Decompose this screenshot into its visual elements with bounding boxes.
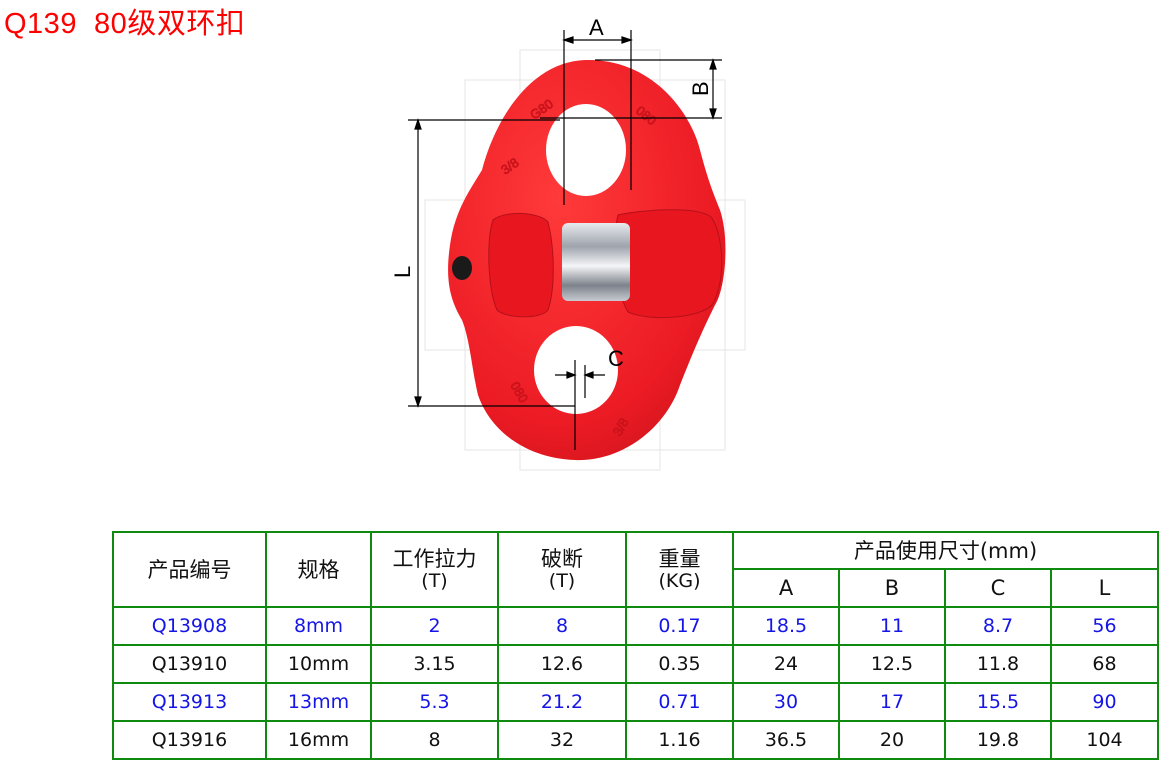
cell-a: 36.5 bbox=[732, 720, 840, 760]
cell-code: Q13910 bbox=[112, 644, 267, 684]
header-code: 产品编号 bbox=[112, 531, 267, 608]
dimension-lines bbox=[408, 30, 722, 450]
link-body: G80 3/8 080 080 3/8 bbox=[448, 59, 726, 461]
table-row: Q13913 13mm 5.3 21.2 0.71 30 17 15.5 90 bbox=[112, 682, 1159, 722]
cell-a: 24 bbox=[732, 644, 840, 684]
cell-b: 20 bbox=[838, 720, 946, 760]
header-dimensions-group: 产品使用尺寸(mm) bbox=[732, 531, 1159, 570]
cell-weight: 0.17 bbox=[625, 606, 734, 646]
header-row-1: 产品编号 规格 工作拉力(T) 破断(T) 重量(KG) 产品使用尺寸(mm) bbox=[112, 531, 1159, 608]
cell-l: 90 bbox=[1050, 682, 1159, 722]
header-wll: 工作拉力(T) bbox=[370, 531, 499, 608]
cell-code: Q13913 bbox=[112, 682, 267, 722]
cell-size: 13mm bbox=[265, 682, 372, 722]
coupling-link-diagram: G80 3/8 080 080 3/8 A B L bbox=[390, 15, 746, 471]
cell-b: 12.5 bbox=[838, 644, 946, 684]
cell-c: 19.8 bbox=[944, 720, 1052, 760]
pin-hole bbox=[452, 256, 472, 280]
cell-break: 32 bbox=[497, 720, 627, 760]
table-row: Q13908 8mm 2 8 0.17 18.5 11 8.7 56 bbox=[112, 606, 1159, 646]
header-dim-c: C bbox=[944, 568, 1052, 608]
header-row-2: A B C L bbox=[113, 568, 1159, 608]
cell-weight: 1.16 bbox=[625, 720, 734, 760]
cell-wll: 5.3 bbox=[370, 682, 499, 722]
cell-break: 12.6 bbox=[497, 644, 627, 684]
header-dim-l: L bbox=[1050, 568, 1159, 608]
pin bbox=[562, 223, 630, 301]
cell-weight: 0.35 bbox=[625, 644, 734, 684]
cell-a: 18.5 bbox=[732, 606, 840, 646]
cell-size: 8mm bbox=[265, 606, 372, 646]
header-weight: 重量(KG) bbox=[625, 531, 734, 608]
header-size: 规格 bbox=[265, 531, 372, 608]
header-dim-b: B bbox=[838, 568, 946, 608]
cell-break: 8 bbox=[497, 606, 627, 646]
cell-size: 16mm bbox=[265, 720, 372, 760]
table-row: Q13910 10mm 3.15 12.6 0.35 24 12.5 11.8 … bbox=[112, 644, 1159, 684]
cell-break: 21.2 bbox=[497, 682, 627, 722]
spec-table: 产品编号 规格 工作拉力(T) 破断(T) 重量(KG) 产品使用尺寸(mm) … bbox=[112, 531, 1159, 760]
cell-wll: 8 bbox=[370, 720, 499, 760]
cell-wll: 3.15 bbox=[370, 644, 499, 684]
cell-c: 11.8 bbox=[944, 644, 1052, 684]
cell-b: 11 bbox=[838, 606, 946, 646]
cell-c: 8.7 bbox=[944, 606, 1052, 646]
cell-wll: 2 bbox=[370, 606, 499, 646]
dim-label-c: C bbox=[608, 346, 624, 371]
table-row: Q13916 16mm 8 32 1.16 36.5 20 19.8 104 bbox=[112, 720, 1159, 760]
header-break: 破断(T) bbox=[497, 531, 627, 608]
cell-code: Q13908 bbox=[112, 606, 267, 646]
cell-size: 10mm bbox=[265, 644, 372, 684]
cell-l: 56 bbox=[1050, 606, 1159, 646]
dim-label-l: L bbox=[390, 266, 415, 278]
dim-label-a: A bbox=[589, 15, 604, 40]
cell-c: 15.5 bbox=[944, 682, 1052, 722]
page-title: Q139 80级双环扣 bbox=[4, 8, 246, 40]
header-dim-a: A bbox=[732, 568, 840, 608]
cell-code: Q13916 bbox=[112, 720, 267, 760]
dim-label-b: B bbox=[688, 81, 713, 96]
cell-l: 68 bbox=[1050, 644, 1159, 684]
cell-weight: 0.71 bbox=[625, 682, 734, 722]
cell-a: 30 bbox=[732, 682, 840, 722]
cell-l: 104 bbox=[1050, 720, 1159, 760]
cell-b: 17 bbox=[838, 682, 946, 722]
